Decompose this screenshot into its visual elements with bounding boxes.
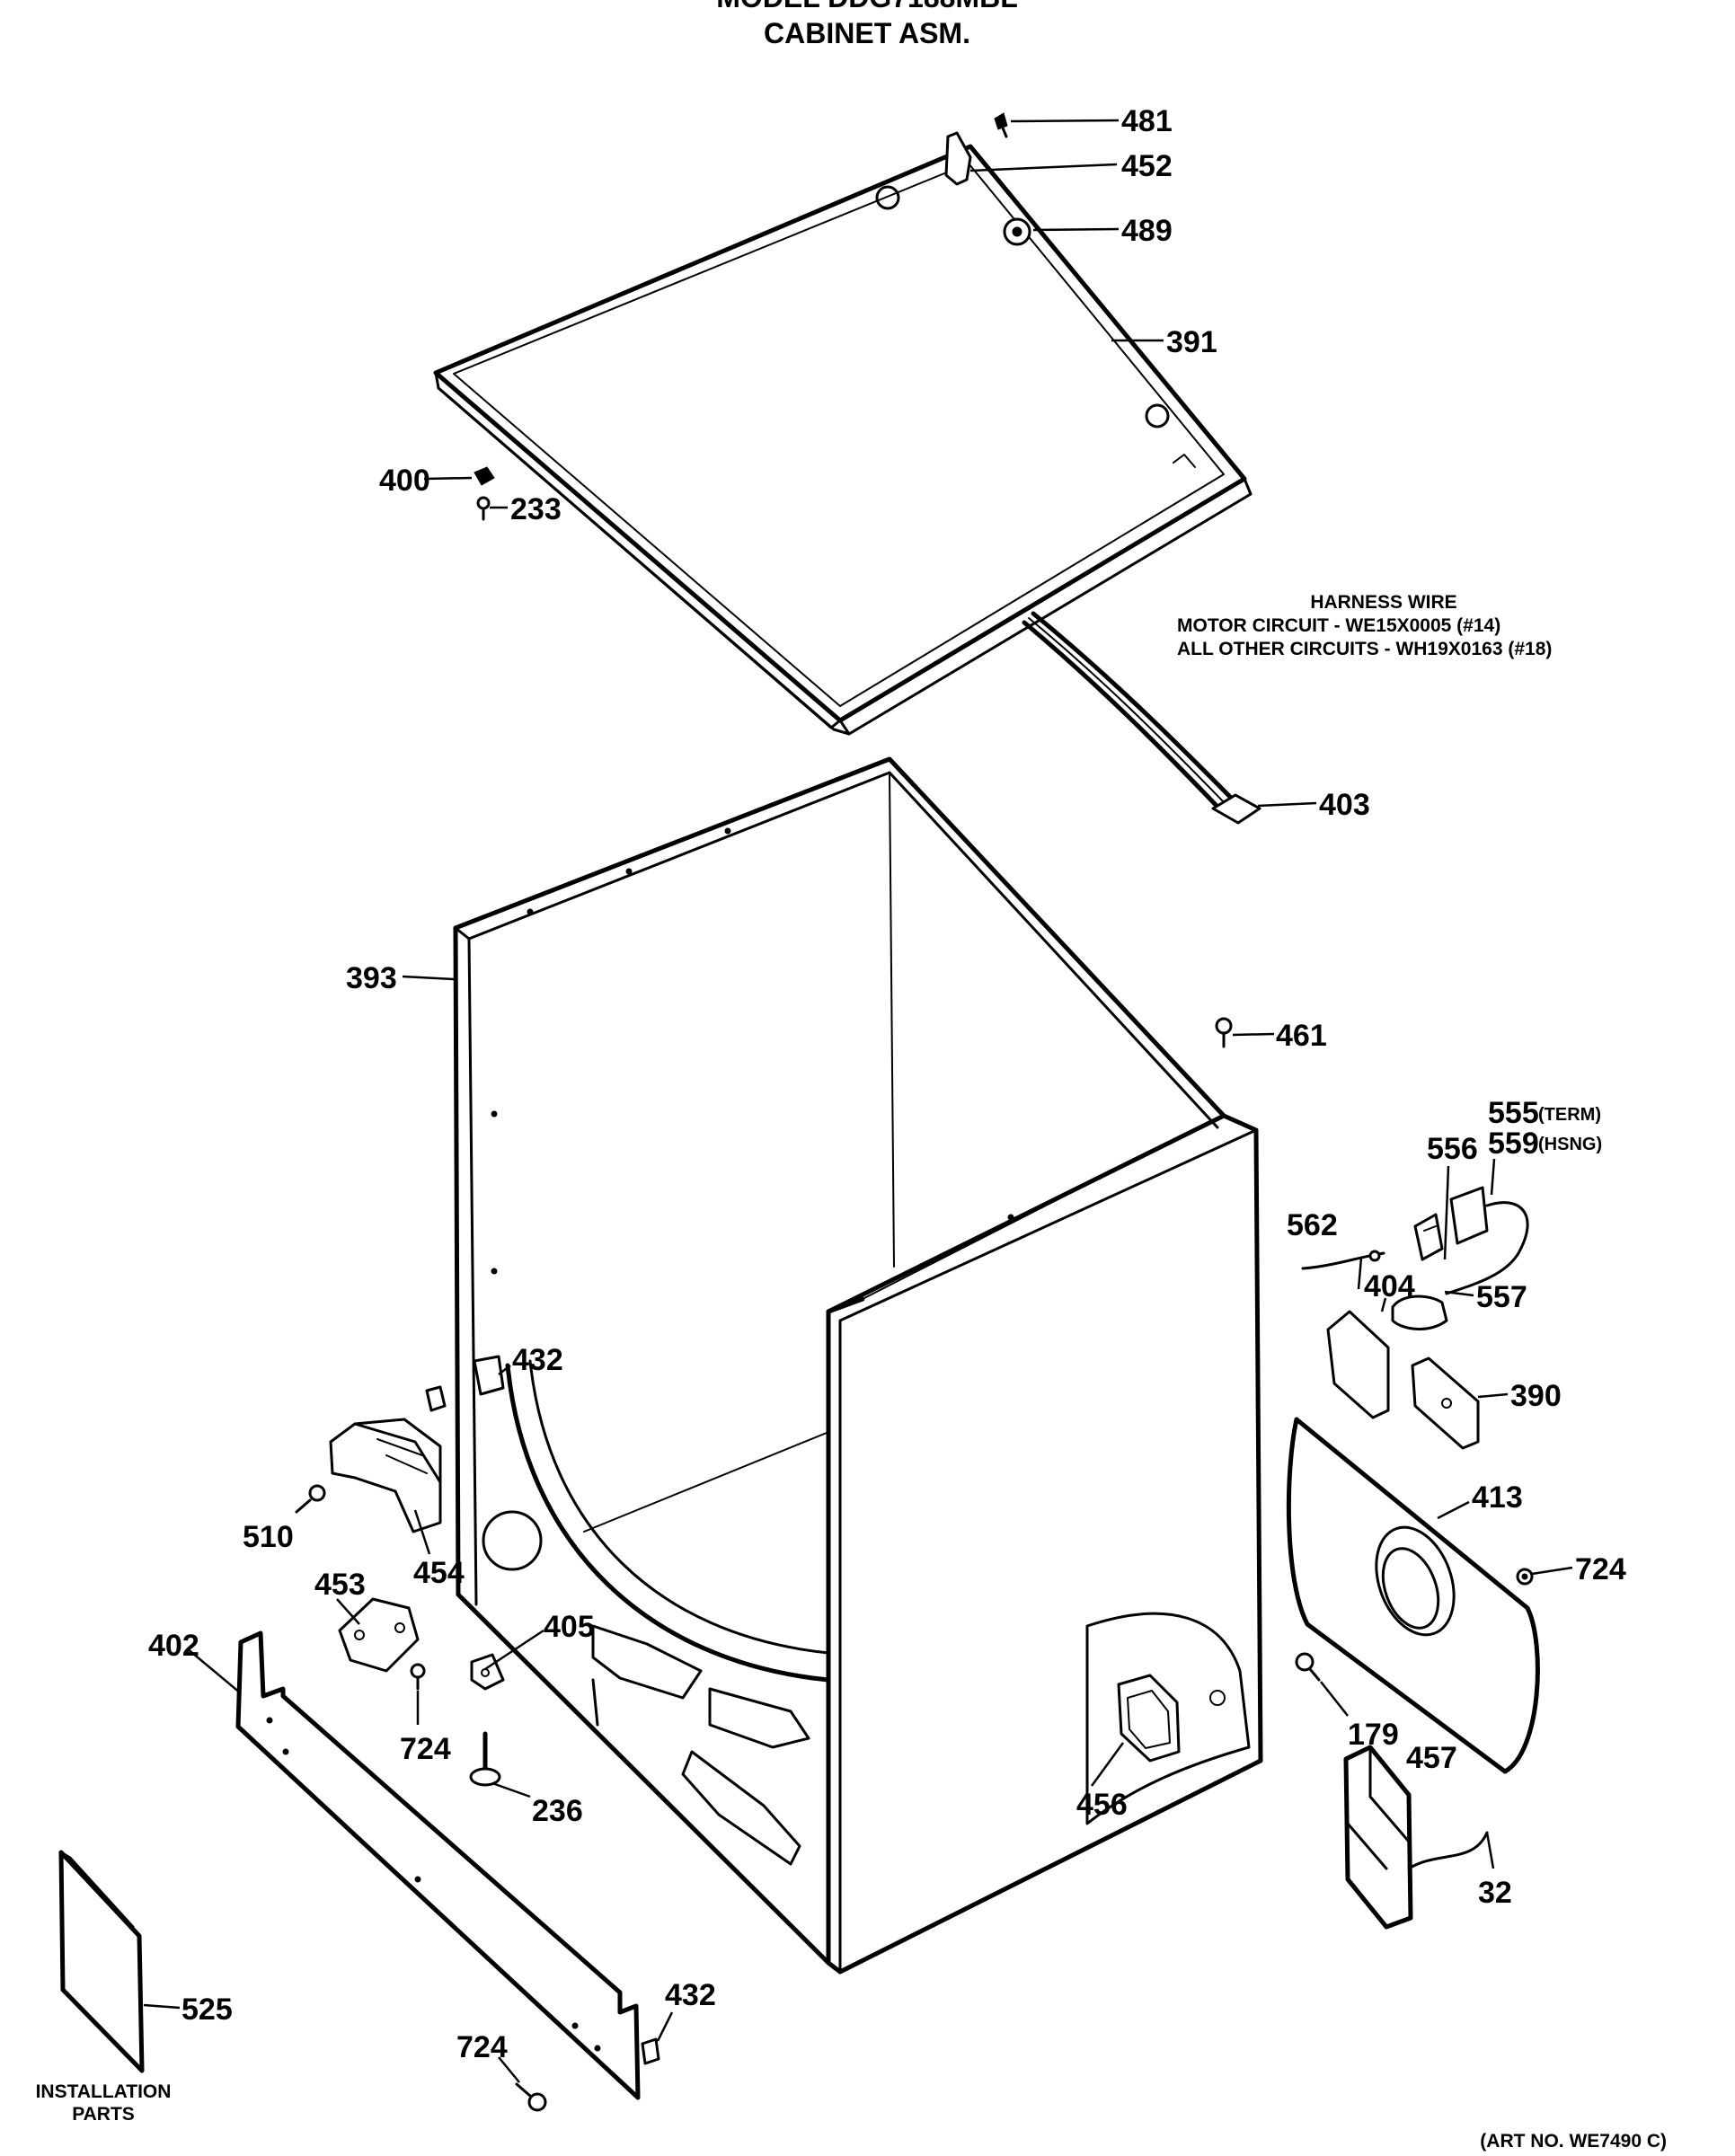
callout-457: 457: [1406, 1741, 1457, 1775]
callout-413: 413: [1472, 1480, 1523, 1515]
installation-bag-525: [58, 1850, 145, 2073]
bracket-404: [1326, 1310, 1390, 1419]
clip-432-lower: [641, 2037, 660, 2065]
callout-390: 390: [1510, 1379, 1562, 1413]
wire-562: [1301, 1250, 1385, 1270]
clip-452: [944, 131, 972, 186]
harness-note-title: HARNESS WIRE: [1310, 592, 1456, 613]
harness-wire-note: HARNESS WIRE MOTOR CIRCUIT - WE15X0005 (…: [1177, 592, 1552, 659]
callout-559-note: (HSNG): [1538, 1135, 1602, 1154]
callout-453: 453: [314, 1568, 366, 1602]
screw-179: [1295, 1652, 1321, 1682]
assembly-subtitle: CABINET ASM.: [764, 17, 970, 49]
callout-393: 393: [346, 961, 397, 995]
callout-489: 489: [1121, 214, 1173, 248]
leveling-leg-236: [469, 1731, 501, 1787]
terminal-556: [1413, 1213, 1444, 1261]
housing-559: [1445, 1186, 1529, 1295]
wire-32: [1407, 1831, 1489, 1870]
callout-432-lower: 432: [665, 1978, 716, 2012]
bracket-453: [338, 1597, 420, 1673]
harness-note-line1: MOTOR CIRCUIT - WE15X0005 (#14): [1177, 615, 1500, 636]
art-number: (ART NO. WE7490 C): [1480, 2131, 1667, 2152]
screw-461: [1215, 1017, 1233, 1048]
plug-557: [1391, 1294, 1448, 1330]
leader-lines: [143, 119, 1573, 2083]
harness-wire-403: [1022, 611, 1261, 825]
callout-233: 233: [510, 492, 562, 526]
callout-724-left: 724: [400, 1732, 451, 1766]
cabinet-393: [453, 756, 1263, 1975]
part-489: [1003, 217, 1031, 246]
screw-481: [994, 112, 1008, 138]
callout-556: 556: [1427, 1132, 1478, 1166]
callout-562: 562: [1287, 1208, 1338, 1242]
callout-555: 555: [1488, 1096, 1539, 1130]
callout-391: 391: [1166, 325, 1217, 359]
callout-179: 179: [1348, 1718, 1399, 1752]
callout-labels: 481 452 489 391 400 233 403 393 461 555 …: [148, 104, 1626, 2064]
callout-724-right: 724: [1575, 1552, 1626, 1586]
callout-405: 405: [544, 1610, 595, 1644]
model-title: MODEL DDG7188MBL: [716, 0, 1017, 13]
screw-510: [295, 1484, 326, 1514]
clip-400: [474, 466, 495, 486]
top-panel-391: [433, 144, 1253, 736]
callout-400: 400: [379, 464, 430, 498]
installation-parts-label-1: INSTALLATION: [36, 2081, 172, 2102]
callout-402: 402: [148, 1629, 199, 1663]
callout-404: 404: [1364, 1269, 1415, 1303]
callout-236: 236: [532, 1794, 583, 1828]
hinge-454: [329, 1418, 442, 1533]
callout-481: 481: [1121, 104, 1173, 138]
callout-432-upper: 432: [512, 1343, 563, 1377]
callout-454: 454: [413, 1556, 465, 1590]
plate-390: [1411, 1356, 1480, 1450]
callout-452: 452: [1121, 149, 1173, 183]
callout-724-bottom: 724: [456, 2030, 508, 2064]
callout-510: 510: [243, 1520, 294, 1554]
screw-724-right: [1516, 1568, 1534, 1586]
toe-panel-402: [235, 1630, 641, 2100]
callout-456: 456: [1076, 1788, 1128, 1822]
back-cover-413: [1286, 1417, 1540, 1774]
callout-557: 557: [1476, 1280, 1527, 1314]
screw-233: [476, 496, 491, 521]
clip-432-upper: [425, 1385, 447, 1412]
screw-724-bottom: [515, 2082, 547, 2112]
callout-461: 461: [1276, 1019, 1327, 1053]
callout-559: 559: [1488, 1127, 1539, 1161]
screw-724-left: [410, 1663, 426, 1691]
thermistor-457: [1343, 1745, 1413, 1930]
harness-note-line2: ALL OTHER CIRCUITS - WH19X0163 (#18): [1177, 639, 1552, 659]
callout-403: 403: [1319, 788, 1370, 822]
callout-555-note: (TERM): [1538, 1105, 1601, 1125]
installation-parts-label-2: PARTS: [72, 2104, 135, 2125]
callout-32: 32: [1478, 1876, 1512, 1910]
callout-525: 525: [181, 1993, 233, 2027]
